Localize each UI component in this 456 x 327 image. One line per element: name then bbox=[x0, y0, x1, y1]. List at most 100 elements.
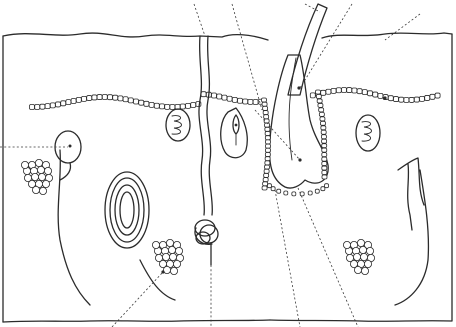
epidermis-cell bbox=[404, 97, 409, 102]
epidermis-cell bbox=[362, 90, 367, 95]
epidermis-cell bbox=[326, 89, 331, 94]
fat-cell bbox=[366, 247, 373, 254]
follicle-cell bbox=[318, 103, 323, 107]
epidermis-cell bbox=[139, 100, 144, 105]
dermis-bottom-left bbox=[3, 320, 270, 322]
epidermis-cell bbox=[113, 95, 118, 100]
epidermis-cell bbox=[227, 96, 232, 101]
follicle-cell bbox=[321, 130, 326, 134]
epidermis-cell bbox=[238, 98, 243, 103]
follicle-cell bbox=[263, 111, 268, 115]
epidermis-cell bbox=[368, 91, 373, 96]
epidermis-cell bbox=[378, 93, 383, 98]
follicle-cell bbox=[262, 186, 267, 190]
epidermis-cell bbox=[409, 97, 414, 102]
epidermis-cell bbox=[92, 95, 97, 100]
epidermis-cell bbox=[414, 97, 419, 102]
epidermis-cell bbox=[45, 104, 50, 109]
epidermis-cell bbox=[170, 104, 175, 109]
epidermis-cell bbox=[425, 95, 430, 100]
follicle-cell bbox=[263, 106, 268, 110]
epidermis-cell bbox=[154, 103, 159, 108]
epidermis-cell bbox=[310, 93, 315, 98]
follicle-cell bbox=[265, 136, 270, 140]
fat-lobules-right bbox=[343, 239, 374, 274]
fat-cell bbox=[360, 253, 367, 260]
epidermis-cell bbox=[399, 97, 404, 102]
epidermis-cell bbox=[61, 101, 66, 106]
epidermis-cell bbox=[30, 104, 35, 109]
fat-cell bbox=[38, 173, 45, 180]
fat-cell bbox=[44, 167, 51, 174]
follicle-cell bbox=[308, 191, 312, 195]
follicle-cell bbox=[316, 94, 321, 98]
leader-line-top-2 bbox=[232, 4, 262, 110]
follicle-cell bbox=[262, 98, 267, 102]
epidermis-cell bbox=[435, 93, 440, 98]
hair-inner-line bbox=[289, 58, 296, 160]
fat-cell bbox=[354, 266, 361, 273]
fat-cell bbox=[166, 239, 173, 246]
lamellar-corpuscle bbox=[105, 172, 149, 248]
sebaceous-gland-left bbox=[166, 109, 190, 141]
epidermis-cell bbox=[56, 102, 61, 107]
epidermis-cell bbox=[336, 88, 341, 93]
marker-dot-hair bbox=[297, 86, 300, 89]
epidermis-cell bbox=[66, 100, 71, 105]
follicle-cell bbox=[317, 99, 322, 103]
follicle-cell bbox=[322, 153, 327, 157]
leader-line-hair-bulb bbox=[255, 110, 300, 160]
follicle-cell bbox=[292, 192, 296, 196]
epidermis-cell bbox=[76, 97, 81, 102]
epidermis-cell bbox=[165, 104, 170, 109]
fat-cell bbox=[39, 187, 46, 194]
follicle-cell bbox=[315, 189, 319, 193]
epidermis-cell bbox=[87, 96, 92, 101]
dermis-bottom-right bbox=[270, 34, 452, 321]
epidermis-cell bbox=[144, 101, 149, 106]
follicle-cell bbox=[284, 191, 288, 195]
epidermis-cell bbox=[342, 88, 347, 93]
leader-line-bottom-3 bbox=[275, 190, 300, 327]
follicle-cell bbox=[265, 127, 270, 131]
fat-cell bbox=[343, 241, 350, 248]
follicle-cell bbox=[319, 108, 324, 112]
sweat-gland-duct-right bbox=[207, 36, 212, 215]
follicle-cell bbox=[265, 148, 270, 152]
follicle-cell bbox=[264, 173, 269, 177]
epidermis-cell bbox=[253, 99, 258, 104]
epidermis-cell bbox=[357, 89, 362, 94]
marker-dot-epidermis bbox=[383, 96, 386, 99]
fat-cell bbox=[168, 246, 175, 253]
epidermis-cell bbox=[108, 95, 113, 100]
follicle-cell bbox=[262, 102, 267, 106]
fat-cell bbox=[353, 253, 360, 260]
fat-cell bbox=[173, 260, 180, 267]
fat-cell bbox=[361, 267, 368, 274]
fat-cell bbox=[37, 166, 44, 173]
follicle-cell bbox=[271, 187, 275, 191]
follicle-cell bbox=[320, 117, 325, 121]
epidermis-cell bbox=[331, 88, 336, 93]
epidermis-cell bbox=[347, 88, 352, 93]
epidermis-cell bbox=[134, 99, 139, 104]
epidermis-cell bbox=[118, 96, 123, 101]
epidermis-cell bbox=[388, 96, 393, 101]
fat-cell bbox=[42, 180, 49, 187]
epidermis-cell bbox=[222, 95, 227, 100]
epidermis-cell bbox=[248, 99, 253, 104]
follicle-cell bbox=[265, 165, 270, 169]
follicle-cell bbox=[265, 140, 270, 144]
epidermis-cell bbox=[321, 90, 326, 95]
fat-cell bbox=[357, 239, 364, 246]
fat-cell bbox=[175, 247, 182, 254]
leader-line-top-1 bbox=[194, 4, 205, 36]
leader-line-top-4 bbox=[300, 4, 352, 88]
follicle-cell bbox=[300, 192, 304, 196]
follicle-cell bbox=[265, 132, 270, 136]
sweat-gland-coil bbox=[195, 220, 218, 265]
epidermis-cell bbox=[82, 96, 87, 101]
follicle-cell bbox=[322, 144, 327, 148]
